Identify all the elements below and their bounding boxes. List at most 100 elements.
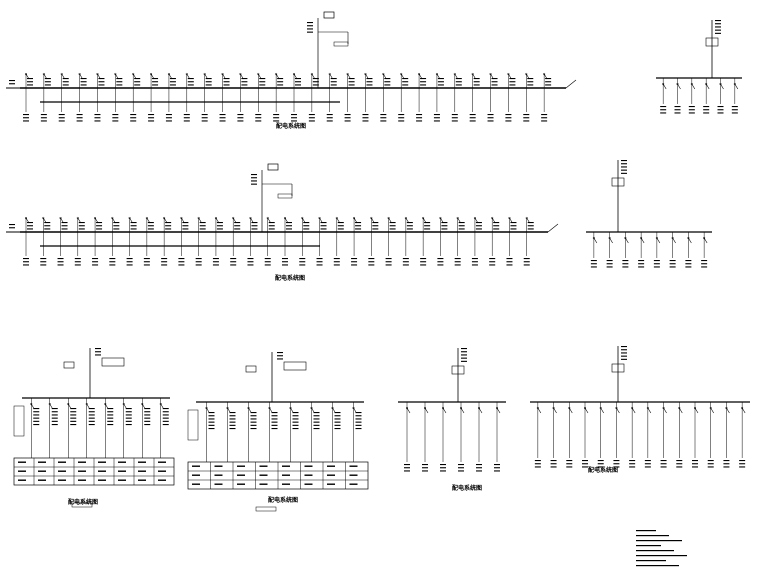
branch-label-mark <box>62 78 69 80</box>
branch-load-mark <box>264 258 271 260</box>
branch-load-mark <box>23 114 29 116</box>
branch-load-mark <box>326 120 333 122</box>
branch-label-mark <box>147 228 154 230</box>
branch-label-mark <box>355 228 362 230</box>
branch-load-mark <box>183 117 190 119</box>
branch-label-mark <box>250 418 257 420</box>
branch-label-mark <box>402 78 409 80</box>
branch-label-mark <box>61 222 68 224</box>
branch-label-mark <box>165 225 172 227</box>
breaker-contact <box>292 72 296 76</box>
branch-load-mark <box>74 258 81 260</box>
branch-load-mark <box>674 106 681 108</box>
branch-load-mark <box>344 120 351 122</box>
branch-load-mark <box>489 258 496 260</box>
branch-label-mark <box>334 428 341 430</box>
branch-label-mark <box>493 225 500 227</box>
branch-label-mark <box>473 78 480 80</box>
note-line <box>636 565 679 567</box>
branch-label-mark <box>107 420 114 422</box>
breaker-contact <box>583 406 587 410</box>
branch-label-mark <box>80 78 87 80</box>
branch-label-mark <box>234 225 241 227</box>
riser-label-mark <box>95 351 101 353</box>
branch-label-mark <box>107 424 114 426</box>
branch-label-mark <box>250 412 257 414</box>
branch-load-mark <box>669 260 676 262</box>
table-cell-mark <box>349 465 358 467</box>
branch-load-mark <box>333 264 340 266</box>
branch-load-mark <box>701 263 708 265</box>
branch-load-mark <box>723 463 730 465</box>
branch-label-mark <box>205 81 212 83</box>
branch-label-mark <box>44 228 51 230</box>
feeder-block <box>13 405 25 437</box>
table-cell-mark <box>138 470 146 472</box>
branch-label-mark <box>424 225 431 227</box>
branch-label-mark <box>44 225 51 227</box>
branch-load-mark <box>739 460 746 462</box>
breaker-contact <box>335 216 338 220</box>
branch-label-mark <box>441 225 448 227</box>
riser-label-mark <box>461 351 467 353</box>
table-cell-mark <box>38 479 46 481</box>
breaker-contact <box>353 216 356 220</box>
breaker-contact <box>422 216 425 220</box>
branch-load-mark <box>629 463 636 465</box>
branch-load-mark <box>58 114 65 116</box>
breaker-contact <box>214 216 217 220</box>
branch-load-mark <box>685 266 692 268</box>
breaker-contact <box>180 216 183 220</box>
branch-label-mark <box>62 81 69 83</box>
branch-load-mark <box>458 467 464 469</box>
branch-load-mark <box>471 258 478 260</box>
aux-box <box>245 365 257 373</box>
branch-load-mark <box>494 470 500 472</box>
breaker-contact <box>508 216 511 220</box>
branch-label-mark <box>96 222 103 224</box>
breaker-contact <box>239 72 242 76</box>
branch-load-mark <box>130 117 137 119</box>
riser-label-mark <box>621 358 627 360</box>
breaker-contact <box>709 406 712 410</box>
end-feeder <box>547 223 559 233</box>
branch-label-mark <box>44 84 51 86</box>
branch-label-mark <box>384 78 391 80</box>
branch-label-mark <box>144 414 151 416</box>
branch-label-mark <box>455 84 462 86</box>
branch-label-mark <box>147 225 154 227</box>
riser-label-mark <box>307 22 313 24</box>
branch-load-mark <box>489 261 496 263</box>
branch-load-mark <box>717 112 724 114</box>
breaker-contact <box>477 406 481 410</box>
branch-load-mark <box>505 117 512 119</box>
breaker-contact <box>104 402 107 406</box>
branch-load-mark <box>398 120 405 122</box>
breaker-contact <box>400 72 403 76</box>
branch-label-mark <box>33 408 40 410</box>
riser-label-mark <box>277 358 283 360</box>
branch-load-mark <box>58 120 65 122</box>
branch-load-mark <box>422 467 428 469</box>
breaker-contact <box>676 82 679 86</box>
branch-load-mark <box>183 120 190 122</box>
breaker-contact <box>473 216 476 220</box>
branch-label-mark <box>389 228 396 230</box>
riser-label-mark <box>461 360 467 362</box>
panel-1-title: 配电系统图 <box>276 123 307 130</box>
breaker-contact <box>42 72 45 76</box>
branch-load-mark <box>362 117 369 119</box>
branch-load-mark <box>201 117 208 119</box>
riser-label-mark <box>95 354 101 356</box>
branch-load-mark <box>112 120 119 122</box>
branch-load-mark <box>57 261 64 263</box>
branch-load-mark <box>351 258 358 260</box>
branch-label-mark <box>116 78 123 80</box>
branch-load-mark <box>506 261 513 263</box>
breaker-contact <box>159 402 162 406</box>
branch-load-mark <box>165 120 172 122</box>
branch-label-mark <box>295 78 301 80</box>
branch-label-mark <box>527 228 534 230</box>
breaker-contact <box>662 406 665 410</box>
branch-load-mark <box>219 120 226 122</box>
